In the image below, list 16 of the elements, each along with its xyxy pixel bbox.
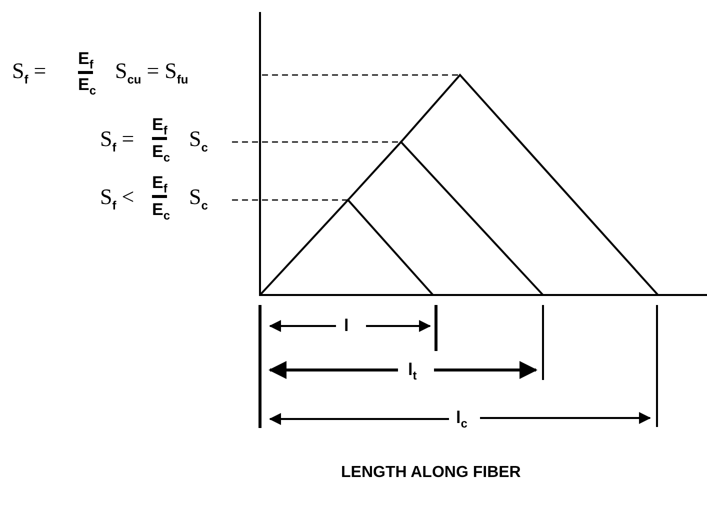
formula-text: S$_{c}$ [189,186,208,212]
dimension-label: l [344,317,349,334]
formula-text: S$_{f}$ < [100,186,134,212]
fraction-denominator: E$_{c}$ [152,143,170,164]
dimension-label: l$_{t}$ [408,361,417,382]
fraction-numerator: E$_{f}$ [78,50,94,74]
dimension-label: l$_{c}$ [456,409,468,430]
fraction-denominator: E$_{c}$ [78,76,96,96]
formula-text: S$_{f}$ = [12,60,46,86]
fraction-denominator: E$_{c}$ [152,201,170,222]
formula-text: S$_{c}$ [189,128,208,154]
fraction-numerator: E$_{f}$ [152,116,168,140]
fraction-numerator: E$_{f}$ [152,174,168,198]
formula-text: S$_{cu}$ = S$_{fu}$ [115,60,188,86]
formula-text: S$_{f}$ = [100,128,134,154]
axis-title: LENGTH ALONG FIBER [341,465,521,481]
